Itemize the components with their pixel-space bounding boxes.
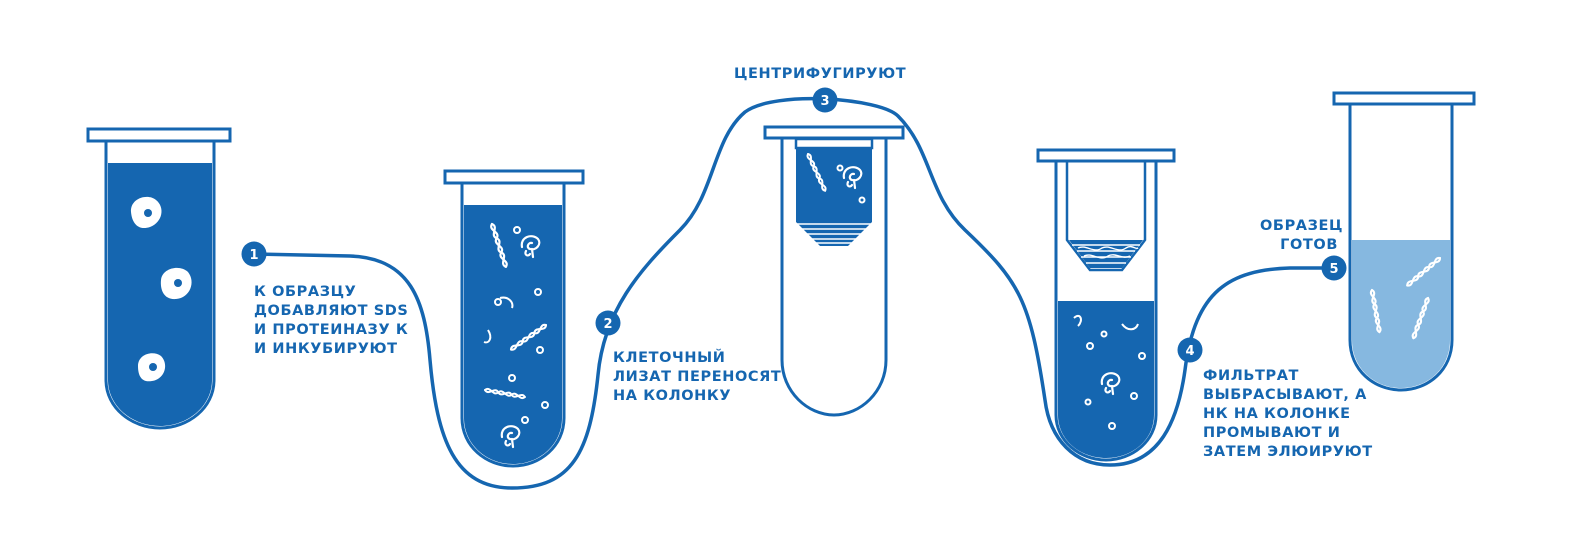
step-4-line: ПРОМЫВАЮТ И [1203, 425, 1341, 441]
process-path [253, 96, 1334, 490]
step-marker-1: 1 [241, 241, 267, 267]
step-2-line: КЛЕТОЧНЫЙ [613, 350, 726, 366]
svg-text:1: 1 [249, 248, 258, 263]
step-5-label: ОБРАЗЕЦ ГОТОВ [1260, 217, 1344, 255]
tube-4-filtrate [1036, 148, 1176, 462]
cell [130, 196, 162, 229]
cell [160, 267, 192, 300]
step-2-label: КЛЕТОЧНЫЙ ЛИЗАТ ПЕРЕНОСЯТ НА КОЛОНКУ [613, 349, 781, 406]
tube-3-centrifuge [763, 125, 905, 417]
step-4-label: ФИЛЬТРАТ ВЫБРАСЫВАЮТ, А НК НА КОЛОНКЕ ПР… [1203, 367, 1373, 462]
step-1-line: К ОБРАЗЦУ [254, 284, 357, 300]
step-marker-5: 5 [1321, 255, 1347, 281]
tube-5-ready [1332, 91, 1476, 392]
svg-text:3: 3 [820, 94, 829, 109]
step-3-label: ЦЕНТРИФУГИРУЮТ [734, 65, 906, 84]
step-4-line: ВЫБРАСЫВАЮТ, А [1203, 387, 1368, 403]
step-4-line: НК НА КОЛОНКЕ [1203, 406, 1351, 422]
step-1-line: И ИНКУБИРУЮТ [254, 341, 398, 357]
step-1-line: ДОБАВЛЯЮТ SDS [254, 303, 409, 319]
svg-text:4: 4 [1185, 344, 1194, 359]
cell [138, 353, 166, 382]
step-1-label: К ОБРАЗЦУ ДОБАВЛЯЮТ SDS И ПРОТЕИНАЗУ К И… [254, 283, 408, 359]
step-4-line: ФИЛЬТРАТ [1203, 368, 1300, 384]
step-5-line: ГОТОВ [1280, 237, 1338, 253]
step-marker-2: 2 [595, 310, 621, 336]
step-marker-4: 4 [1177, 337, 1203, 363]
step-2-line: НА КОЛОНКУ [613, 388, 732, 404]
tube-2-lysate [443, 169, 585, 468]
step-4-line: ЗАТЕМ ЭЛЮИРУЮТ [1203, 444, 1373, 460]
svg-text:2: 2 [603, 317, 612, 332]
tube-1-sample [86, 127, 232, 430]
step-5-line: ОБРАЗЕЦ [1260, 218, 1344, 234]
step-2-line: ЛИЗАТ ПЕРЕНОСЯТ [613, 369, 782, 385]
step-marker-3: 3 [812, 87, 838, 113]
step-3-line: ЦЕНТРИФУГИРУЮТ [734, 66, 907, 82]
step-1-line: И ПРОТЕИНАЗУ К [254, 322, 409, 338]
svg-text:5: 5 [1329, 262, 1338, 277]
